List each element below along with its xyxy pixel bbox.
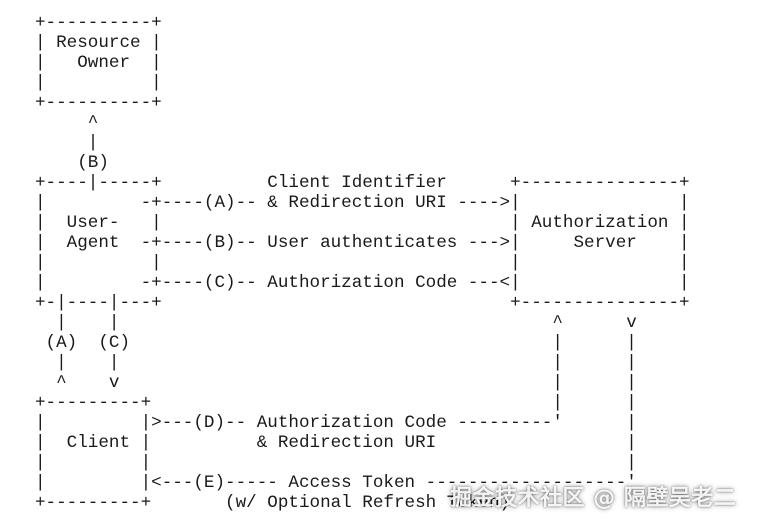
diagram-line-20: +---------+ | | (35, 393, 637, 413)
diagram-line-18: | | | | (35, 353, 637, 373)
diagram-line-13: | | | | (35, 253, 690, 273)
diagram-line-19: ^ v | | (35, 373, 637, 393)
diagram-line-23: | | | (35, 453, 637, 473)
diagram-line-22: | Client | & Redirection URI | (35, 433, 637, 453)
diagram-line-1: +----------+ (35, 13, 162, 33)
diagram-line-9: +----|-----+ Client Identifier +--------… (35, 173, 690, 193)
diagram-line-4: | | (35, 73, 162, 93)
watermark-text: 掘金技术社区 @ 隔壁吴老二 (450, 486, 737, 511)
diagram-line-5: +----------+ (35, 93, 162, 113)
diagram-line-3: | Owner | (35, 53, 162, 73)
diagram-line-25: +---------+ (w/ Optional Refresh Token) (35, 493, 511, 513)
diagram-line-14: | -+----(C)-- Authorization Code ---<| | (35, 273, 690, 293)
diagram-line-7: | (35, 133, 99, 153)
diagram-line-8: (B) (35, 153, 109, 173)
diagram-line-12: | Agent -+----(B)-- User authenticates -… (35, 233, 690, 253)
diagram-line-16: | | ^ v (35, 313, 637, 333)
diagram-line-6: ^ (35, 113, 99, 133)
diagram-line-15: +-|----|---+ +---------------+ (35, 293, 690, 313)
diagram-line-17: (A) (C) | | (35, 333, 637, 353)
diagram-line-2: | Resource | (35, 33, 162, 53)
diagram-line-10: | -+----(A)-- & Redirection URI ---->| | (35, 193, 690, 213)
diagram-line-24: | |<---(E)----- Access Token -----------… (35, 473, 637, 493)
diagram-line-11: | User- | | Authorization | (35, 213, 690, 233)
diagram-line-21: | |>---(D)-- Authorization Code --------… (35, 413, 637, 433)
